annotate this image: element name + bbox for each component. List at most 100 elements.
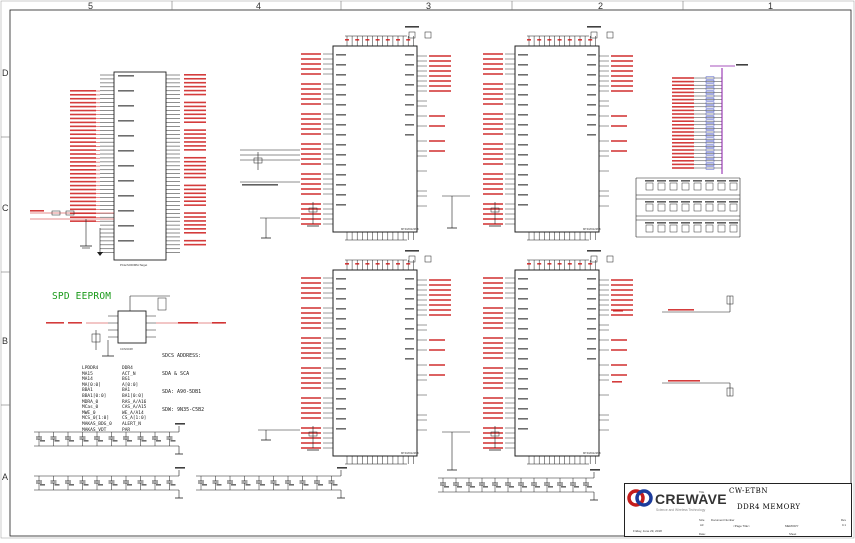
ground-symbol [97, 252, 103, 256]
power-net-label [527, 263, 531, 265]
grid-row-label: A [2, 472, 9, 482]
capacitor-ref [318, 484, 323, 486]
pin-map-cell: A[0:0] [122, 382, 139, 388]
connector-pin-name [118, 120, 134, 122]
pin-name [518, 308, 528, 310]
signal-net-label [429, 90, 451, 92]
signal-net-label [301, 208, 321, 210]
signal-net-label [301, 113, 321, 115]
pin-name [336, 278, 346, 280]
ddr4-part-number: MT40A512M16 [401, 451, 419, 455]
connector-part: PCIe/SODIMM-Target [120, 263, 147, 267]
signal-net-label [483, 437, 503, 439]
termination-resistor [705, 108, 715, 112]
grid-column-label: 4 [256, 1, 262, 11]
pin-name [336, 134, 346, 136]
pin-map-cell: MCas_0 [82, 405, 99, 411]
termination-resistor [705, 152, 715, 156]
capacitor-ref [260, 484, 265, 486]
power-net-label [578, 39, 582, 41]
capacitor-ref [69, 440, 74, 442]
signal-net-label [483, 193, 503, 195]
signal-net-label [301, 377, 321, 379]
connector-pin-name [118, 90, 134, 92]
signal-net-label [301, 357, 321, 359]
termination-net-label [672, 131, 694, 133]
net-label-mark [46, 322, 64, 324]
capacitor-ref [669, 222, 678, 224]
pin-name [336, 204, 346, 206]
signal-net-label [483, 377, 503, 379]
pin-name [336, 418, 346, 420]
pin-name [336, 318, 346, 320]
capacitor-ref [457, 486, 462, 488]
pin-name [405, 104, 414, 106]
termination-net-label [672, 77, 694, 79]
connector-pin-name [118, 240, 134, 242]
connector-net-label [184, 156, 206, 159]
termination-net-label [672, 116, 694, 119]
signal-net-label [301, 143, 321, 145]
date-value: Friday, June 29, 2018 [633, 529, 662, 533]
connector-pin-name [118, 105, 134, 107]
power-net-label [365, 39, 370, 41]
pin-name [336, 288, 346, 290]
signal-net-label [483, 297, 503, 299]
connector-net-label [70, 105, 96, 108]
pin-map-cell: MA[0:0] [82, 382, 101, 388]
pin-map-cell: MDRA_0 [82, 399, 99, 405]
connector-net-label [70, 129, 96, 132]
pin-name [518, 288, 528, 290]
capacitor-ref [127, 484, 132, 486]
termination-resistor [705, 162, 715, 166]
signal-net-label [483, 188, 503, 190]
connector-net-label [70, 220, 96, 222]
net-label-mark [668, 309, 694, 311]
decoupling-capacitor [681, 182, 690, 191]
decoupling-capacitor [705, 224, 714, 233]
power-net-label [590, 469, 600, 471]
capacitor [308, 207, 318, 213]
connector-net-label [70, 121, 96, 124]
signal-net-label [301, 312, 321, 314]
termination-resistor [705, 116, 715, 120]
signal-net-label [611, 279, 633, 281]
signal-net-label [483, 292, 503, 294]
pin-name [518, 278, 528, 280]
spd-eeprom-label: SPD EEPROM [52, 291, 112, 302]
signal-net-label [301, 163, 321, 165]
pin-name [405, 84, 414, 86]
power-net-label [385, 39, 390, 41]
signal-net-label [301, 183, 321, 185]
connector-net-label [184, 101, 206, 104]
pin-name [518, 348, 528, 350]
pin-name [587, 358, 596, 360]
company-name: CREWAVE [655, 491, 727, 507]
title-block: CREWAVE Science and Wireless Technology … [624, 483, 852, 537]
signal-net-label [301, 412, 321, 414]
connector-net-label [70, 200, 96, 203]
connector-net-label [70, 125, 96, 128]
signal-net-label [301, 103, 321, 105]
signal-net-label [611, 339, 627, 341]
signal-net-label [429, 289, 451, 291]
capacitor-ref [669, 180, 678, 182]
pin-name [518, 174, 528, 176]
eeprom-chip [117, 310, 147, 344]
signal-net-label [483, 218, 503, 220]
signal-net-label [429, 349, 445, 351]
net-label-mark [68, 322, 82, 324]
connector-net-label [184, 133, 206, 135]
pin-name [518, 398, 528, 400]
resistor [253, 157, 263, 164]
signal-net-label [429, 339, 445, 341]
signal-net-label [301, 88, 321, 90]
pin-name [518, 328, 528, 330]
pin-name [518, 358, 528, 360]
resistor [726, 387, 734, 397]
power-net-label [567, 263, 572, 265]
pin-name [336, 428, 346, 430]
pin-name [518, 164, 528, 166]
signal-net-label [301, 133, 321, 135]
connector-net-label [184, 121, 206, 123]
